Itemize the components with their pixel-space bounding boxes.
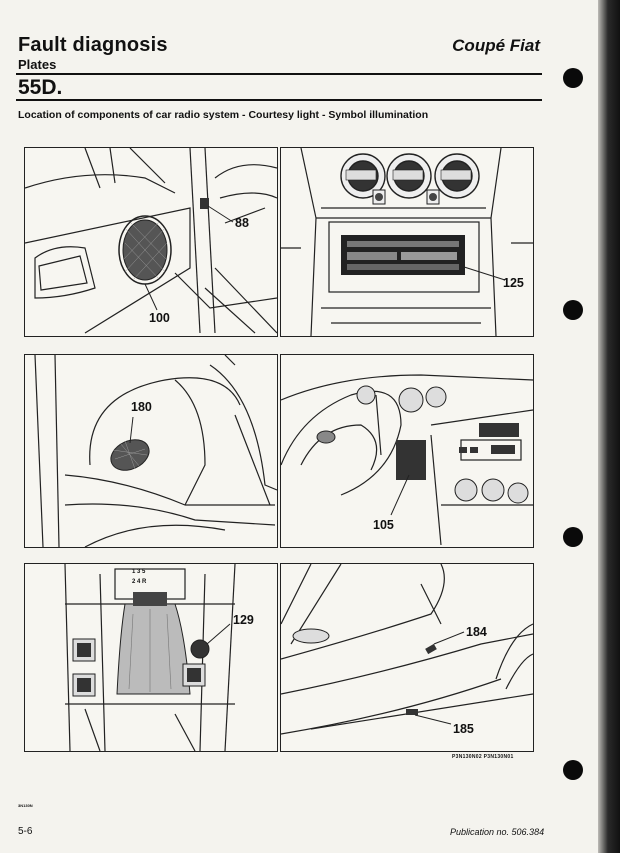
header-rule bbox=[16, 73, 542, 75]
panel-door-speaker: 100 88 bbox=[24, 147, 278, 337]
panel-door-lights: 184 185 bbox=[280, 563, 534, 752]
dashboard-drawing bbox=[281, 374, 533, 546]
punch-hole bbox=[563, 760, 583, 780]
image-codes: P3N130N02 P3N130N01 bbox=[452, 754, 514, 760]
gear-pattern-bottom: 2 4 R bbox=[132, 579, 147, 585]
panel-rear-speaker: 180 bbox=[24, 354, 278, 548]
punch-hole bbox=[563, 68, 583, 88]
rear-speaker-drawing bbox=[34, 355, 277, 547]
panel-dashboard: 105 bbox=[280, 354, 534, 548]
callout-88: 88 bbox=[235, 216, 249, 230]
callout-129: 129 bbox=[233, 613, 254, 627]
console-drawing bbox=[64, 564, 236, 751]
small-code: 3N130N bbox=[18, 803, 33, 808]
callout-105: 105 bbox=[373, 518, 394, 532]
panel-radio: 125 bbox=[280, 147, 534, 337]
callout-125: 125 bbox=[503, 276, 524, 290]
punch-hole bbox=[563, 527, 583, 547]
header-brand: Coupé Fiat bbox=[452, 36, 540, 55]
panel-console: 1 3 5 2 4 R 129 bbox=[24, 563, 278, 752]
gear-pattern-top: 1 3 5 bbox=[132, 569, 146, 575]
header-subtitle: Plates bbox=[18, 57, 57, 72]
punch-hole bbox=[563, 300, 583, 320]
header-title: Fault diagnosis bbox=[18, 34, 168, 56]
radio-drawing bbox=[281, 148, 533, 336]
door-speaker-drawing bbox=[25, 148, 277, 334]
callout-184: 184 bbox=[466, 625, 487, 639]
callout-185: 185 bbox=[453, 722, 474, 736]
publication-number: Publication no. 506.384 bbox=[450, 827, 545, 837]
section-number: 55D. bbox=[18, 76, 63, 99]
callout-100: 100 bbox=[149, 311, 170, 325]
section-rule bbox=[16, 99, 542, 101]
callout-180: 180 bbox=[131, 400, 152, 414]
figure-caption: Location of components of car radio syst… bbox=[18, 109, 429, 121]
door-lights-drawing bbox=[281, 564, 533, 735]
scan-edge bbox=[598, 0, 620, 853]
page-number: 5-6 bbox=[18, 826, 33, 837]
